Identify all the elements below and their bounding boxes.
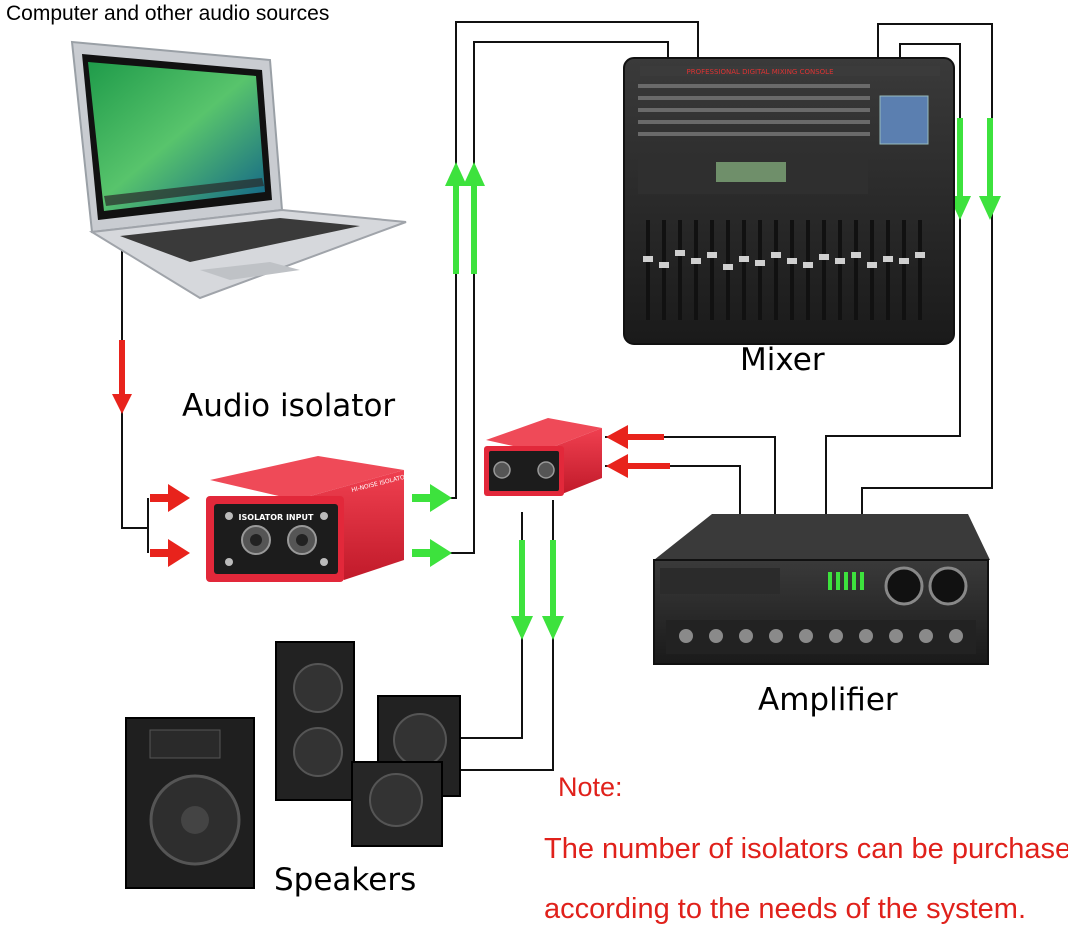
speakers-group	[125, 641, 461, 889]
arrow-green-down-4	[542, 540, 564, 640]
audio-isolator-device-2	[484, 418, 602, 496]
mixer-fader-caps	[643, 250, 925, 270]
amplifier-label: Amplifier	[758, 682, 898, 718]
wire-mixer-out-2	[825, 43, 961, 515]
signal-arrows	[112, 118, 1001, 640]
arrow-red-right-1	[150, 484, 190, 512]
arrow-green-right-2	[412, 539, 452, 567]
wire-laptop-to-isolator	[121, 240, 148, 529]
laptop-device	[70, 40, 407, 300]
arrow-red-left-1	[606, 425, 664, 449]
mixer-faders	[646, 220, 922, 320]
wire-isolator-out-2	[440, 41, 669, 554]
note-line-2: according to the needs of the system.	[544, 893, 1026, 925]
arrow-red-down	[112, 340, 132, 414]
note-line-1: The number of isolators can be purchased	[544, 833, 1068, 865]
mixer-device: PROFESSIONAL DIGITAL MIXING CONSOLE	[623, 57, 955, 345]
audio-isolator-label: Audio isolator	[182, 388, 396, 424]
note-title: Note:	[558, 772, 623, 802]
arrow-green-right-1	[412, 484, 452, 512]
speakers-label: Speakers	[274, 862, 417, 898]
amplifier-device	[653, 514, 990, 665]
speaker-large	[125, 717, 255, 889]
arrow-green-up-1	[445, 162, 467, 274]
mixer-brand-text: PROFESSIONAL DIGITAL MIXING CONSOLE	[686, 68, 833, 76]
wire-mixer-out-1	[861, 23, 993, 515]
isolator-panel-text: ISOLATOR INPUT	[239, 513, 314, 522]
wire-iso2-to-speakers-1	[460, 512, 523, 739]
arrow-green-down-2	[979, 118, 1001, 220]
amp-jacks	[679, 629, 963, 643]
mixer-label: Mixer	[740, 342, 825, 378]
mixer-knob-rows	[638, 84, 870, 136]
amp-meter	[828, 572, 864, 590]
speaker-tall	[275, 641, 355, 801]
arrow-green-up-2	[463, 162, 485, 274]
speaker-small-front	[351, 761, 443, 847]
wire-amp-to-iso2-1	[605, 436, 776, 515]
arrow-red-left-2	[606, 454, 670, 478]
audio-isolator-device: ISOLATOR INPUT HI-NOISE ISOLATOR	[206, 456, 410, 582]
arrow-red-right-2	[150, 539, 190, 567]
computer-label: Computer and other audio sources	[6, 2, 330, 25]
arrow-green-down-3	[511, 540, 533, 640]
